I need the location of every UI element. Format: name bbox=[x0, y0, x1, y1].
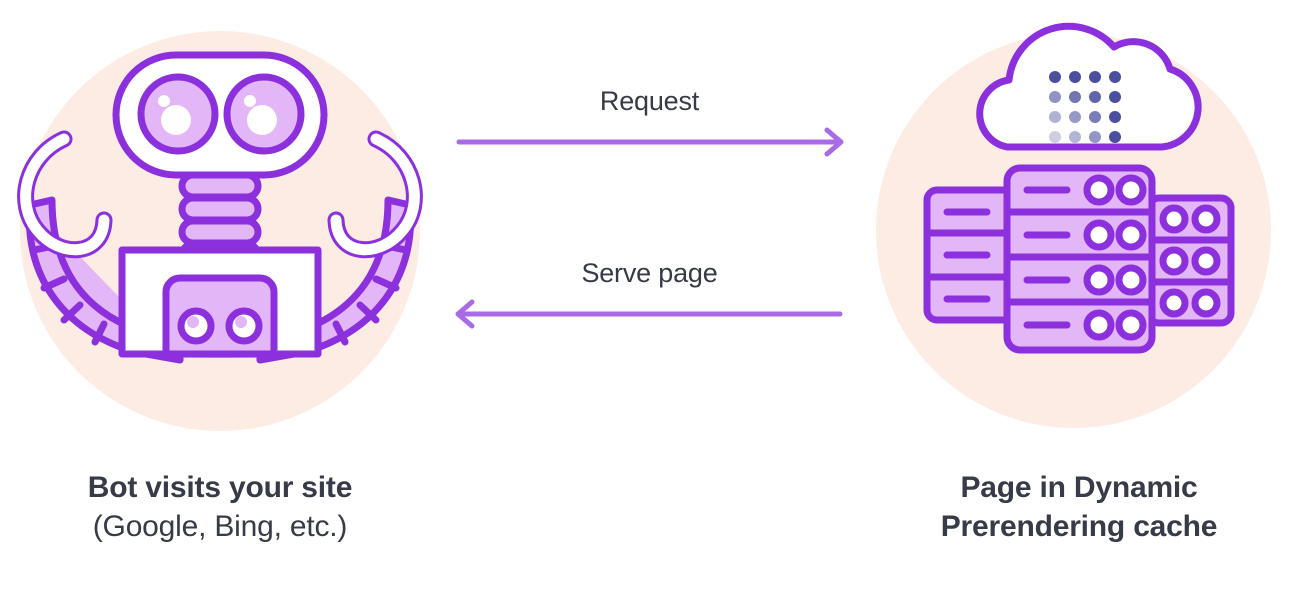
robot-illustration bbox=[17, 51, 423, 364]
robot-left-claw bbox=[17, 130, 113, 259]
request-arrow-label: Request bbox=[599, 86, 700, 116]
serve-page-arrow-line bbox=[455, 299, 843, 329]
robot-body bbox=[118, 246, 322, 358]
right-panel: Page in Dynamic Prerendering cache bbox=[859, 0, 1299, 610]
request-arrow-line bbox=[456, 127, 844, 157]
robot-head bbox=[112, 51, 328, 179]
left-panel: Bot visits your site (Google, Bing, etc.… bbox=[0, 0, 440, 610]
serve-page-arrow: Serve page bbox=[440, 258, 859, 329]
server-rack-right bbox=[1145, 194, 1235, 327]
left-caption: Bot visits your site (Google, Bing, etc.… bbox=[0, 468, 440, 546]
left-caption-line-2: (Google, Bing, etc.) bbox=[92, 510, 348, 543]
right-caption-line-1: Page in Dynamic bbox=[960, 471, 1198, 504]
right-caption-line-2: Prerendering cache bbox=[940, 510, 1218, 543]
cloud-server-rack-illustration bbox=[923, 22, 1235, 354]
right-caption: Page in Dynamic Prerendering cache bbox=[859, 468, 1299, 546]
request-arrow: Request bbox=[440, 86, 859, 157]
cloud-dot-grid bbox=[1049, 71, 1121, 143]
left-caption-line-1: Bot visits your site bbox=[87, 471, 353, 504]
arrows-area: Request Serve page bbox=[440, 0, 859, 610]
server-rack-center bbox=[1003, 164, 1156, 354]
cloud-icon bbox=[976, 22, 1202, 151]
robot-right-claw bbox=[327, 130, 423, 259]
serve-page-arrow-label: Serve page bbox=[581, 258, 718, 288]
